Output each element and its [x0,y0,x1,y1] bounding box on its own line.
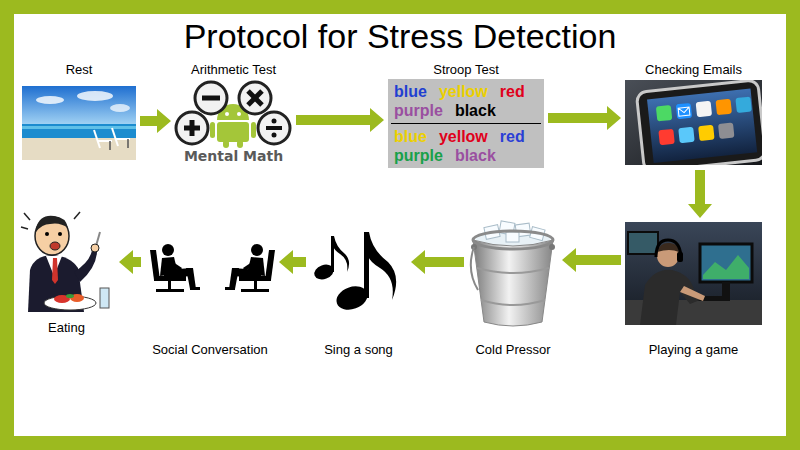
music-notes [312,232,396,314]
stroop-word: red [500,127,525,146]
step-box: Rest [22,62,136,160]
flow-arrow [119,250,141,274]
stroop-word: black [455,146,496,165]
step-label: Cold Pressor [475,342,550,358]
word-row: purple black [394,101,538,120]
step-box: Sing a song [310,226,407,358]
stroop-word: red [500,82,525,101]
icon-caption: Mental Math [175,148,292,165]
step-label: Stroop Test [388,62,544,78]
ice-bucket [471,221,555,326]
flow-arrow [562,248,621,272]
gamer-photo [625,222,762,325]
step-box: Cold Pressor [468,216,558,358]
step-box: Social Conversation [145,236,275,358]
stroop-word: blue [394,127,427,146]
math-icon [176,82,290,148]
beach-photo [22,86,136,160]
step-box: Eating [18,208,115,336]
slide-title: Protocol for Stress Detection [0,15,800,57]
flow-arrow [296,108,384,132]
word-row: blue yellow red [394,127,538,146]
step-label: Checking Emails [645,62,742,78]
word-row: purple black [394,146,538,165]
stroop-card: blueyellowredpurpleblackblueyellowredpur… [388,79,544,168]
step-box: Playing a game [625,222,762,358]
stroop-word: yellow [439,82,488,101]
flow-arrow [140,109,171,133]
flow-arrow [548,106,621,130]
step-label: Rest [66,62,93,78]
eating-man [21,212,109,312]
flow-arrow [411,250,464,274]
step-box: Stroop Testblueyellowredpurpleblackbluey… [388,62,544,168]
step-label: Eating [48,320,85,336]
step-label: Social Conversation [152,342,268,358]
stroop-word: purple [394,146,443,165]
step-label: Playing a game [649,342,739,358]
step-label: Sing a song [324,342,393,358]
phone-photo [625,80,762,165]
word-row: blue yellow red [394,82,538,101]
step-box: Checking Emails [625,62,762,166]
conversation-silhouettes [150,244,275,292]
flow-arrow [279,250,306,274]
stroop-word: blue [394,82,427,101]
separator-line [391,123,541,124]
stroop-word: yellow [439,127,488,146]
flow-arrow [688,170,712,218]
stroop-word: purple [394,101,443,120]
step-box: Arithmetic TestMental Math [175,62,292,168]
step-label: Arithmetic Test [191,62,276,78]
stroop-word: black [455,101,496,120]
